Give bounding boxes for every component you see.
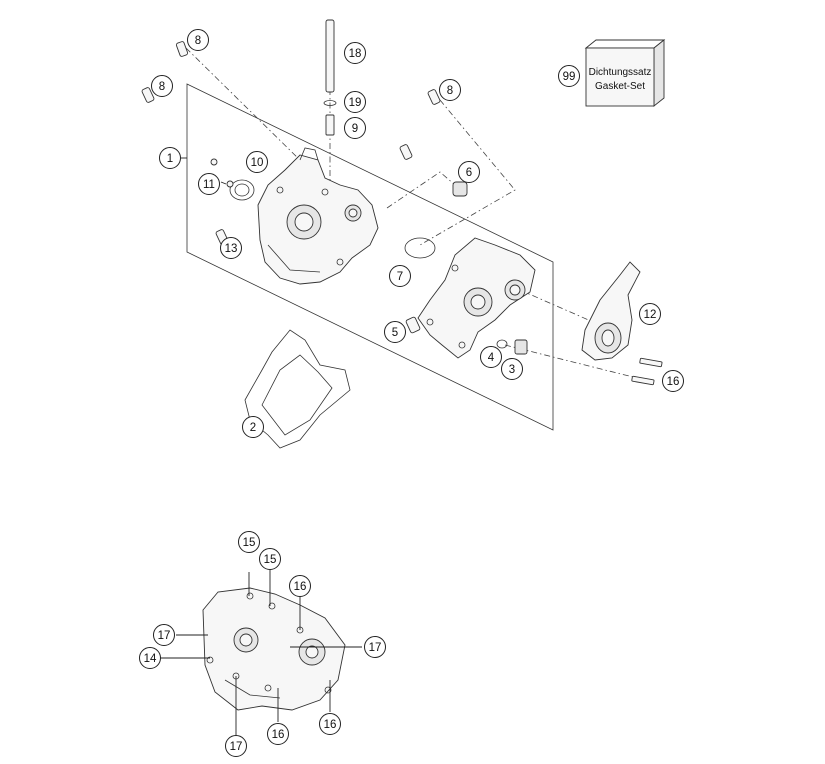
callout-8: 8 [439, 79, 461, 101]
svg-text:14: 14 [144, 653, 157, 665]
callout-15: 15 [259, 548, 281, 570]
svg-text:16: 16 [667, 376, 680, 388]
gasket-set-box: Dichtungssatz Gasket-Set [584, 39, 666, 107]
svg-text:8: 8 [447, 85, 453, 97]
callout-2: 2 [242, 416, 264, 438]
callout-9: 9 [344, 117, 366, 139]
callout-17: 17 [153, 624, 175, 646]
callout-7: 7 [389, 265, 411, 287]
callout-14: 14 [139, 647, 161, 669]
svg-text:9: 9 [352, 123, 358, 135]
svg-text:17: 17 [369, 642, 382, 654]
callout-11: 11 [198, 173, 220, 195]
svg-text:16: 16 [272, 729, 285, 741]
callout-16: 16 [289, 575, 311, 597]
callout-17: 17 [225, 735, 247, 757]
svg-text:8: 8 [195, 35, 201, 47]
svg-text:15: 15 [264, 554, 277, 566]
svg-text:5: 5 [392, 327, 398, 339]
callout-19: 19 [344, 91, 366, 113]
callout-8: 8 [151, 75, 173, 97]
callout-15: 15 [238, 531, 260, 553]
svg-text:3: 3 [509, 364, 515, 376]
crankcase-gasket-inner [261, 354, 333, 436]
svg-text:16: 16 [294, 581, 307, 593]
svg-text:17: 17 [158, 630, 171, 642]
svg-text:99: 99 [563, 71, 576, 83]
svg-text:19: 19 [349, 97, 362, 109]
callout-16: 16 [319, 713, 341, 735]
callout-3: 3 [501, 358, 523, 380]
callout-5: 5 [384, 321, 406, 343]
svg-text:8: 8 [159, 81, 165, 93]
assembled-crankcase-view [202, 587, 346, 711]
svg-text:12: 12 [644, 309, 657, 321]
callouts: 8 8 8 18 19 9 99 1 10 11 6 13 7 12 5 4 3… [139, 29, 684, 757]
svg-text:7: 7 [397, 271, 403, 283]
svg-text:2: 2 [250, 422, 256, 434]
crankcase-left-half [257, 147, 379, 285]
svg-text:18: 18 [349, 48, 362, 60]
callout-4: 4 [480, 346, 502, 368]
svg-text:6: 6 [466, 167, 472, 179]
assembly-frame [186, 83, 554, 431]
svg-text:17: 17 [230, 741, 243, 753]
svg-text:1: 1 [167, 153, 173, 165]
gasket-box-line2: Gasket-Set [595, 81, 645, 92]
leader-lines [152, 157, 362, 735]
callout-16: 16 [267, 723, 289, 745]
callout-6: 6 [458, 161, 480, 183]
callout-1: 1 [159, 147, 181, 169]
callout-10: 10 [246, 151, 268, 173]
callout-18: 18 [344, 42, 366, 64]
crankcase-gasket [244, 329, 351, 449]
svg-text:16: 16 [324, 719, 337, 731]
svg-text:10: 10 [251, 157, 264, 169]
callout-17: 17 [364, 636, 386, 658]
callout-8: 8 [187, 29, 209, 51]
callout-13: 13 [220, 237, 242, 259]
bearing-bracket [581, 261, 641, 361]
callout-99: 99 [558, 65, 580, 87]
svg-text:4: 4 [488, 352, 495, 364]
svg-text:11: 11 [203, 179, 215, 191]
gasket-box-line1: Dichtungssatz [589, 67, 652, 78]
callout-12: 12 [639, 303, 661, 325]
callout-16: 16 [662, 370, 684, 392]
crankcase-right-half [417, 237, 536, 359]
svg-text:13: 13 [225, 243, 238, 255]
svg-text:15: 15 [243, 537, 256, 549]
